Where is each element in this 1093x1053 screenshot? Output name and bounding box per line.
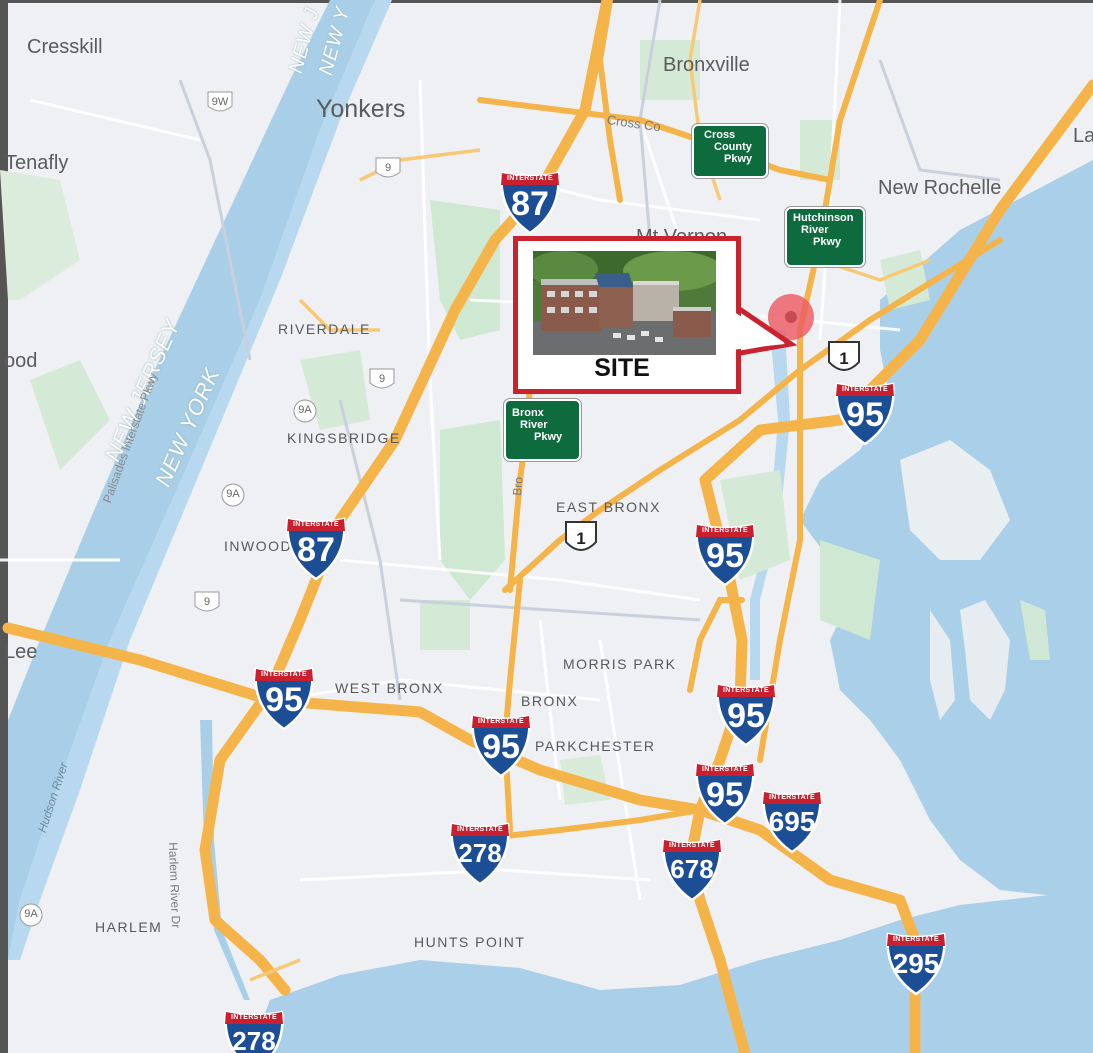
route-shield-9a-b: 9A: [219, 482, 247, 508]
road-label-bronx-river: Bro: [510, 476, 526, 497]
interstate-shield-95-east-2: INTERSTATE 95: [693, 762, 757, 826]
place-label-bronx: BRONX: [521, 693, 579, 709]
interstate-shield-95-ne: INTERSTATE 95: [833, 382, 897, 446]
us-route-shield-1-center: 1: [563, 520, 599, 558]
place-label-parkchester: PARKCHESTER: [535, 738, 656, 754]
us-route-shield-1-east: 1: [826, 340, 862, 378]
interstate-shield-95-west: INTERSTATE 95: [252, 667, 316, 731]
interstate-shield-87-north: INTERSTATE 87: [498, 171, 562, 235]
parkway-sign-hutchinson: Hutchinson River Pkwy: [784, 206, 866, 268]
route-shield-9a-a: 9A: [291, 398, 319, 424]
route-shield-9a-c: 9A: [17, 902, 45, 928]
interstate-shield-95-east-1: INTERSTATE 95: [714, 683, 778, 747]
interstate-shield-278-center: INTERSTATE 278: [448, 822, 512, 886]
site-label: SITE: [594, 354, 650, 382]
place-label-riverdale: RIVERDALE: [278, 321, 371, 337]
place-label-cresskill: Cresskill: [27, 36, 103, 58]
interstate-shield-295: INTERSTATE 295: [884, 932, 948, 996]
place-label-yonkers: Yonkers: [316, 95, 406, 123]
place-label-hunts-point: HUNTS POINT: [414, 934, 526, 950]
place-label-new-rochelle: New Rochelle: [878, 177, 1002, 199]
place-label-inwood: INWOOD: [224, 538, 293, 554]
parkway-sign-bronx-river: Bronx River Pkwy: [503, 398, 582, 462]
route-shield-9-b: 9: [368, 367, 396, 393]
interstate-shield-95-mid: INTERSTATE 95: [693, 523, 757, 587]
place-label-la: La: [1073, 125, 1093, 147]
place-label-kingsbridge: KINGSBRIDGE: [287, 430, 401, 446]
place-label-lee: Lee: [4, 641, 38, 663]
place-label-morris-park: MORRIS PARK: [563, 656, 677, 672]
road-label-harlem-river-dr: Harlem River Dr: [166, 842, 184, 929]
route-shield-9-c: 9: [193, 590, 221, 616]
interstate-shield-278-south: INTERSTATE 278: [222, 1010, 286, 1053]
route-shield-9-a: 9: [374, 156, 402, 182]
site-photo: [533, 251, 716, 355]
place-label-ood: ood: [4, 350, 38, 372]
interstate-shield-678: INTERSTATE 678: [660, 838, 724, 902]
place-label-harlem: HARLEM: [95, 919, 163, 935]
interstate-shield-87-south: INTERSTATE 87: [284, 517, 348, 581]
place-label-west-bronx: WEST BRONX: [335, 680, 444, 696]
site-pin-center: [785, 311, 797, 323]
parkway-sign-cross-county: Cross County Pkwy: [691, 123, 769, 179]
interstate-shield-695: INTERSTATE 695: [760, 790, 824, 854]
place-label-bronxville: Bronxville: [663, 54, 750, 76]
route-shield-9w: 9W: [206, 90, 234, 116]
interstate-shield-95-center: INTERSTATE 95: [469, 714, 533, 778]
site-callout[interactable]: SITE: [513, 236, 798, 394]
place-label-tenafly: Tenafly: [5, 152, 69, 174]
place-label-east-bronx: EAST BRONX: [556, 499, 661, 515]
